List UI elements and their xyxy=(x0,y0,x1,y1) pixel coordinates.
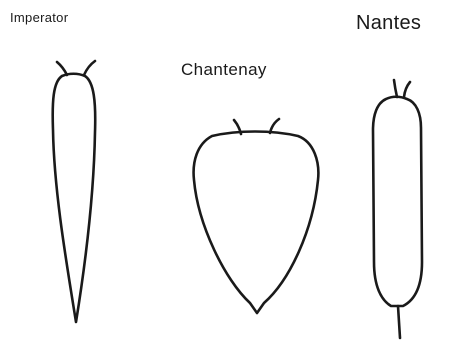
imperator-carrot-outline xyxy=(53,61,96,322)
nantes-root-outline xyxy=(373,97,422,306)
imperator-right-stem xyxy=(84,61,95,75)
chantenay-right-stem xyxy=(270,119,279,133)
nantes-carrot-outline xyxy=(373,80,422,338)
nantes-right-stem xyxy=(404,82,410,97)
nantes-tail xyxy=(398,306,400,338)
imperator-left-stem xyxy=(57,62,67,75)
nantes-left-stem xyxy=(394,80,397,97)
imperator-root-outline xyxy=(53,74,96,322)
chantenay-root-outline xyxy=(194,132,319,314)
chantenay-carrot-outline xyxy=(194,119,319,313)
